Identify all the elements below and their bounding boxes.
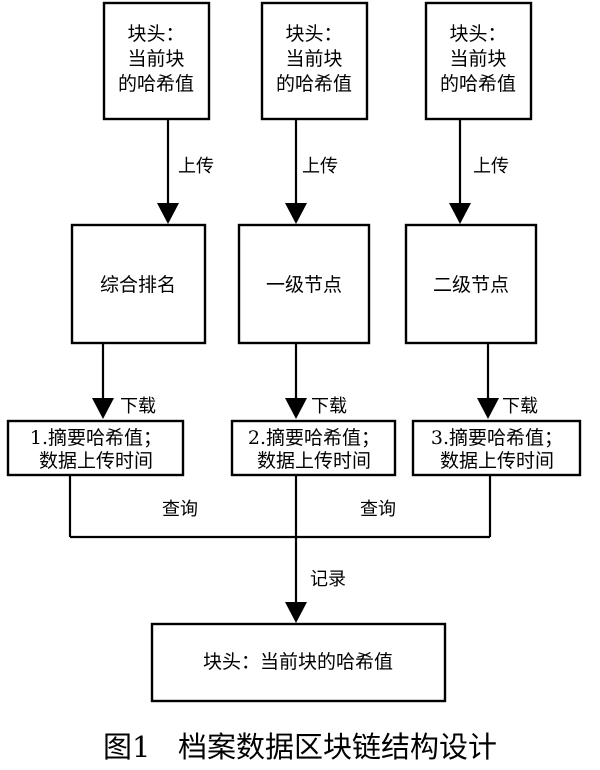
query-connector <box>68 475 492 539</box>
query-label-1: 查询 <box>162 499 198 520</box>
download-label-3: 下载 <box>502 396 538 417</box>
top-block-3-line2: 当前块 <box>449 48 506 70</box>
download-label-2: 下载 <box>311 396 347 417</box>
node-level1-label: 一级节点 <box>266 274 342 296</box>
summary-box-2-line1: 2.摘要哈希值； <box>248 427 380 449</box>
node-box-level1: 一级节点 <box>237 223 371 345</box>
summary-box-3-line1: 3.摘要哈希值； <box>431 427 563 449</box>
summary-box-1: 1.摘要哈希值； 数据上传时间 <box>6 419 185 477</box>
bottom-block-label: 块头：当前块的哈希值 <box>203 651 393 673</box>
query-label-2: 查询 <box>360 499 396 520</box>
record-arrow <box>285 537 307 623</box>
download-label-1: 下载 <box>120 396 156 417</box>
summary-box-2-line2: 数据上传时间 <box>257 450 371 472</box>
upload-label-3: 上传 <box>473 156 509 177</box>
summary-box-2: 2.摘要哈希值； 数据上传时间 <box>230 419 397 477</box>
upload-label-2: 上传 <box>302 156 338 177</box>
top-block-2: 块头： 当前块 的哈希值 <box>260 1 369 121</box>
record-label: 记录 <box>310 569 346 590</box>
upload-arrow-3 <box>449 119 471 224</box>
upload-label-1: 上传 <box>178 156 214 177</box>
top-block-1-line2: 当前块 <box>127 48 184 70</box>
top-block-3: 块头： 当前块 的哈希值 <box>424 1 533 121</box>
figure-caption: 图1 档案数据区块链结构设计 <box>103 730 497 764</box>
top-block-2-line1: 块头： <box>285 23 342 45</box>
upload-arrow-2 <box>285 119 307 224</box>
download-arrow-1 <box>92 343 114 419</box>
bottom-block: 块头：当前块的哈希值 <box>150 622 447 703</box>
node-box-level2: 二级节点 <box>404 223 538 345</box>
node-box-ranking: 综合排名 <box>70 223 207 345</box>
download-arrow-3 <box>477 343 499 419</box>
top-block-2-line3: 的哈希值 <box>276 73 352 95</box>
top-block-1-line1: 块头： <box>127 23 184 45</box>
summary-box-1-line2: 数据上传时间 <box>39 450 153 472</box>
upload-arrow-1 <box>157 119 179 224</box>
node-ranking-label: 综合排名 <box>100 274 176 296</box>
top-block-1-line3: 的哈希值 <box>118 73 194 95</box>
summary-box-3: 3.摘要哈希值； 数据上传时间 <box>411 419 582 477</box>
download-arrow-2 <box>285 343 307 419</box>
top-block-3-line3: 的哈希值 <box>440 73 516 95</box>
node-level2-label: 二级节点 <box>433 274 509 296</box>
top-block-2-line2: 当前块 <box>285 48 342 70</box>
summary-box-3-line2: 数据上传时间 <box>440 450 554 472</box>
top-block-1: 块头： 当前块 的哈希值 <box>102 1 211 121</box>
top-block-3-line1: 块头： <box>449 23 506 45</box>
summary-box-1-line1: 1.摘要哈希值； <box>30 427 162 449</box>
